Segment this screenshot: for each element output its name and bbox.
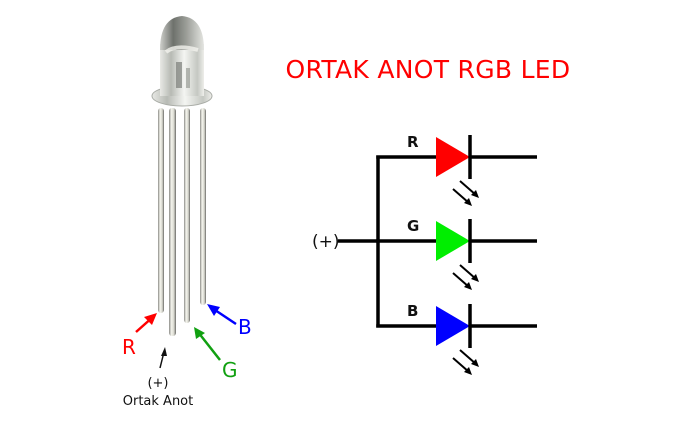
diagram-title: ORTAK ANOT RGB LED — [286, 55, 571, 84]
emission-arrow-head — [464, 367, 472, 375]
pin-arrow-red — [135, 313, 157, 333]
pin-arrow-blue — [207, 304, 237, 326]
emission-arrow-head — [464, 282, 472, 290]
pin-label-blue: B — [238, 315, 252, 339]
pin-arrow-green — [194, 327, 221, 361]
branch-label-green: G — [407, 217, 419, 235]
diode-triangle-green — [436, 221, 470, 261]
anode-label: Ortak Anot — [123, 394, 193, 409]
led-dome — [160, 16, 204, 50]
branch-label-blue: B — [407, 302, 418, 320]
diode-triangle-red — [436, 137, 470, 177]
pin-arrow-anode — [159, 347, 167, 369]
branch-red: R — [376, 133, 537, 206]
led-inner-lead — [186, 68, 190, 88]
branch-label-red: R — [407, 133, 419, 151]
schematic-input-label: (+) — [312, 232, 340, 252]
led-leg-anode — [169, 108, 176, 336]
emission-arrow-head — [471, 190, 479, 198]
emission-arrow-head — [471, 274, 479, 282]
branch-blue: B — [376, 302, 537, 375]
led-dome-highlight — [164, 45, 199, 54]
branch-green: G — [376, 217, 537, 290]
emission-arrow-head — [464, 198, 472, 206]
led-leg-green — [184, 108, 190, 323]
pin-label-red: R — [122, 335, 136, 359]
led-inner-lead — [176, 62, 182, 88]
led-leg-blue — [200, 108, 206, 305]
emission-arrow-head — [471, 359, 479, 367]
diode-triangle-blue — [436, 306, 470, 346]
led-leg-red — [158, 108, 164, 313]
schematic: (+) R G B — [312, 133, 537, 375]
anode-symbol: (+) — [147, 376, 168, 391]
led-photo — [151, 16, 213, 336]
pin-label-green: G — [222, 358, 238, 382]
